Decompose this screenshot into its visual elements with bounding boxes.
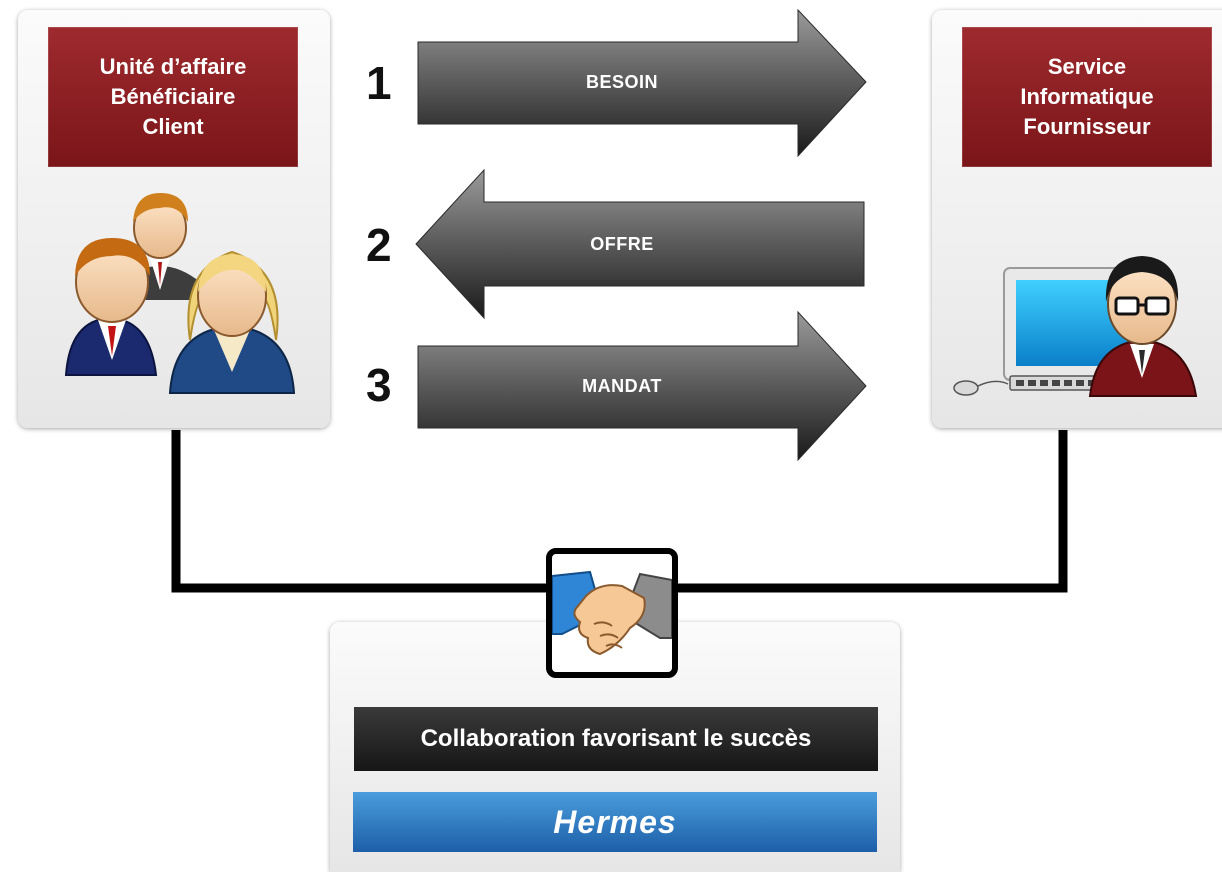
step-number-2: 2	[366, 219, 392, 271]
handshake-icon	[552, 570, 672, 656]
client-title-line-3: Client	[142, 114, 204, 139]
arrow-mandat	[417, 310, 867, 462]
arrow-label-mandat: MANDAT	[582, 376, 662, 396]
arrow-label-offre: OFFRE	[590, 234, 654, 254]
arrow-offre	[415, 168, 865, 320]
supplier-title-line-1: Service	[1047, 54, 1127, 79]
supplier-title-line-2: Informatique	[1020, 84, 1154, 109]
step-number-1: 1	[366, 57, 392, 109]
client-title-line-2: Bénéficiaire	[110, 84, 236, 109]
handshake-frame	[546, 548, 678, 678]
client-title-line-1: Unité d’affaire	[99, 54, 247, 79]
supplier-title: Service Informatique Fournisseur	[962, 27, 1212, 167]
supplier-title-line-3: Fournisseur	[1023, 114, 1151, 139]
step-number-3: 3	[366, 359, 392, 411]
arrow-label-besoin: BESOIN	[585, 72, 658, 92]
collaboration-caption: Collaboration favorisant le succès	[354, 707, 878, 771]
hermes-logo: Hermes	[353, 792, 877, 852]
client-title: Unité d’affaire Bénéficiaire Client	[48, 27, 298, 167]
arrow-besoin	[417, 8, 867, 158]
